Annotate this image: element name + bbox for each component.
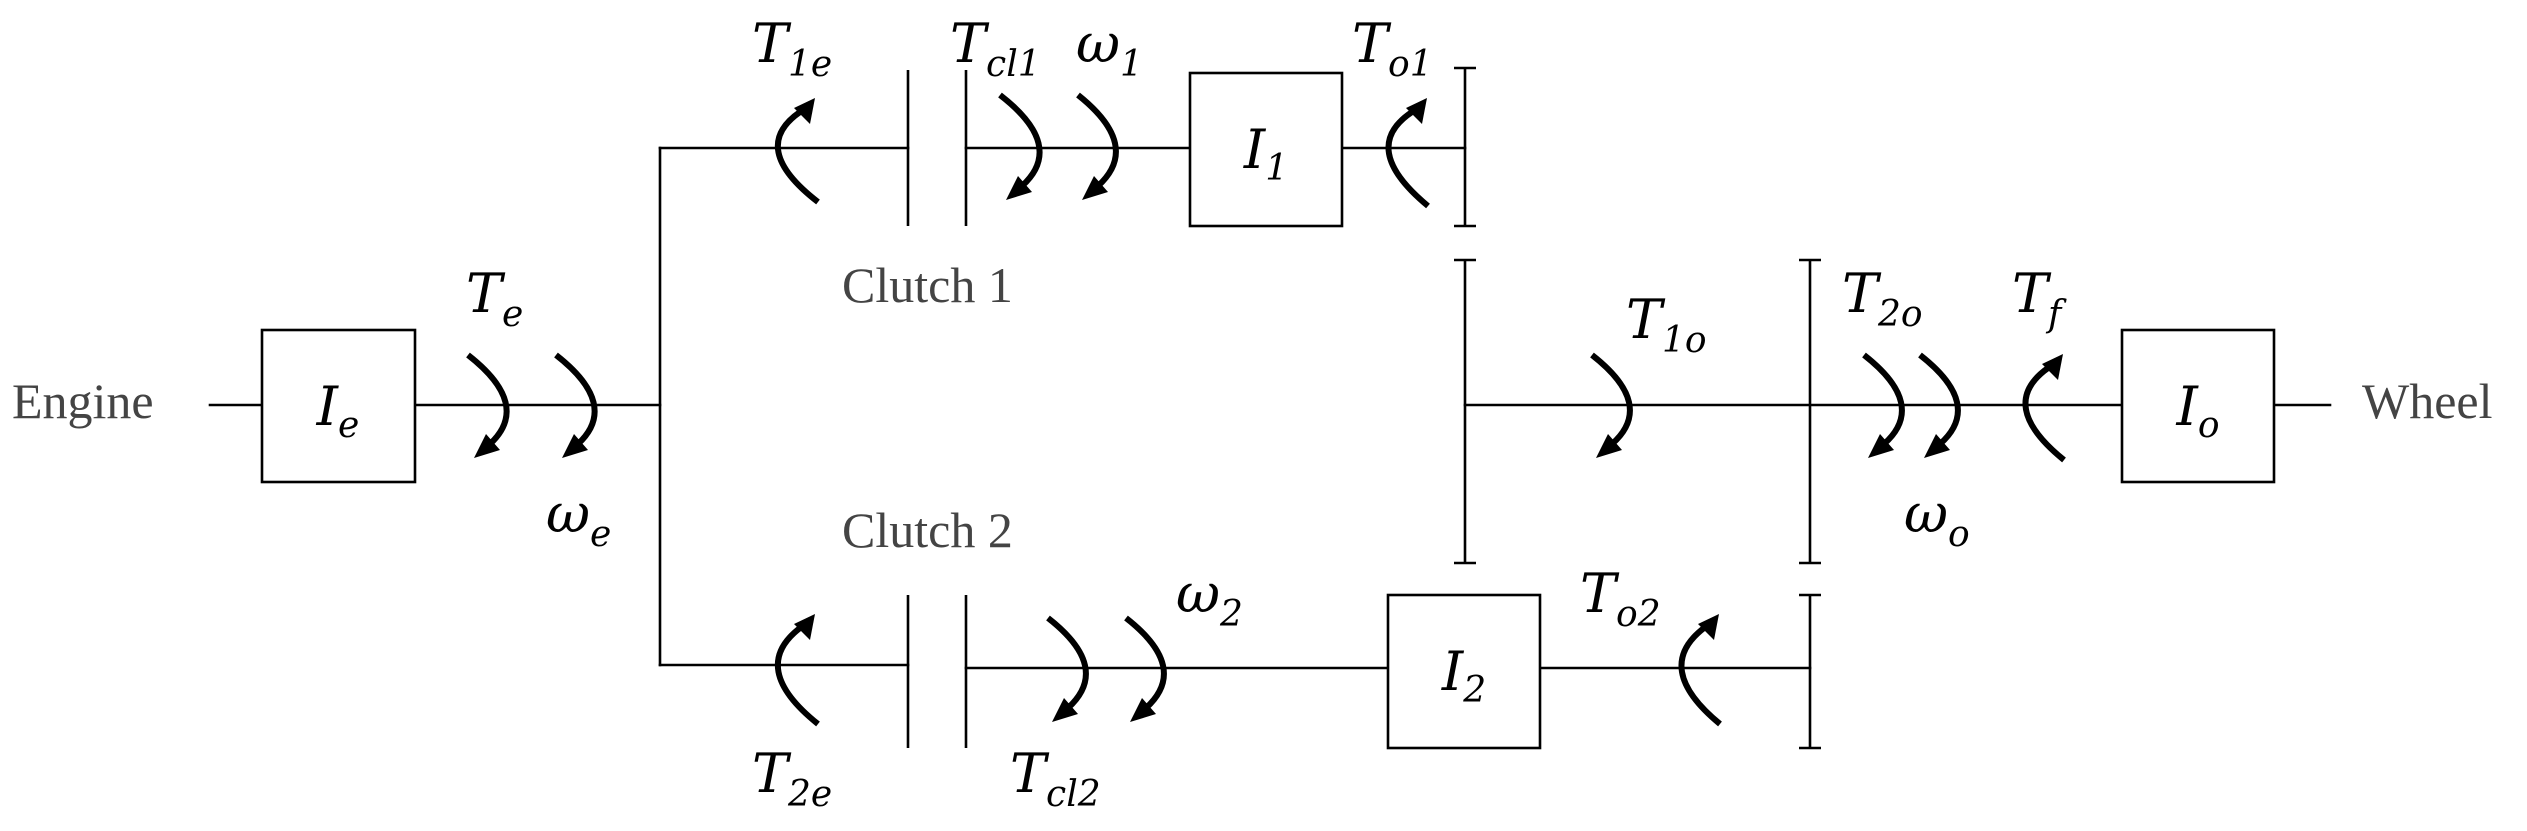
inertia-io: Io: [2120, 328, 2276, 484]
symbol-tf: Tf: [2012, 262, 2067, 335]
symbol-tcl2: Tcl2: [1010, 742, 1101, 815]
symbol-w1: ω1: [1076, 12, 1143, 85]
clutch-1-label: Clutch 1: [842, 257, 1013, 313]
inertia-io-label: Io: [2175, 375, 2219, 446]
gear-o1: [1454, 66, 1476, 228]
torque-arrow-tcl1: [998, 92, 1043, 200]
torque-arrow-t1o: [1590, 352, 1633, 458]
gear-1o: [1454, 258, 1476, 565]
clutch-2-plates: [906, 595, 968, 748]
torque-arrow-te: [466, 352, 510, 458]
clutch-1-plates: [906, 70, 968, 226]
inertia-i1-label: I1: [1243, 118, 1288, 189]
torque-arrow-tf: [2022, 354, 2066, 463]
gear-2o: [1799, 258, 1821, 565]
torque-arrow-to1: [1385, 98, 1430, 209]
symbol-wo: ωo: [1904, 482, 1970, 555]
symbol-t2e: T2e: [752, 742, 832, 815]
torque-arrow-wo: [1918, 352, 1961, 458]
inertia-ie: Ie: [260, 328, 417, 484]
symbol-t1e: T1e: [752, 12, 832, 85]
symbol-to2: To2: [1580, 562, 1661, 635]
torque-arrow-we: [554, 352, 598, 458]
symbol-t1o: T1o: [1626, 288, 1707, 361]
torque-arrow-tcl2: [1046, 615, 1089, 722]
gears: [1454, 66, 1821, 750]
torque-arrow-t2o: [1862, 352, 1905, 458]
torque-arrow-w1: [1076, 92, 1119, 200]
symbol-tcl1: Tcl1: [950, 12, 1041, 85]
symbol-we: ωe: [546, 482, 611, 555]
symbol-w2: ω2: [1176, 562, 1243, 635]
symbol-t2o: T2o: [1842, 262, 1923, 335]
inertia-i1: I1: [1188, 71, 1344, 228]
wheel-label: Wheel: [2362, 373, 2492, 429]
symbol-to1: To1: [1352, 12, 1433, 85]
torque-arrow-t2e: [774, 614, 820, 727]
torque-arrow-w2: [1124, 615, 1167, 722]
clutch-2-label: Clutch 2: [842, 502, 1013, 558]
inertia-i2: I2: [1386, 593, 1542, 750]
torque-arrow-t1e: [774, 98, 820, 205]
symbol-te: Te: [466, 262, 523, 335]
shafts: [208, 146, 2332, 670]
inertia-i2-label: I2: [1441, 640, 1486, 711]
inertia-ie-label: Ie: [316, 375, 360, 446]
torque-arrow-to2: [1678, 614, 1722, 727]
engine-label: Engine: [12, 373, 154, 429]
gear-o2: [1799, 593, 1821, 750]
